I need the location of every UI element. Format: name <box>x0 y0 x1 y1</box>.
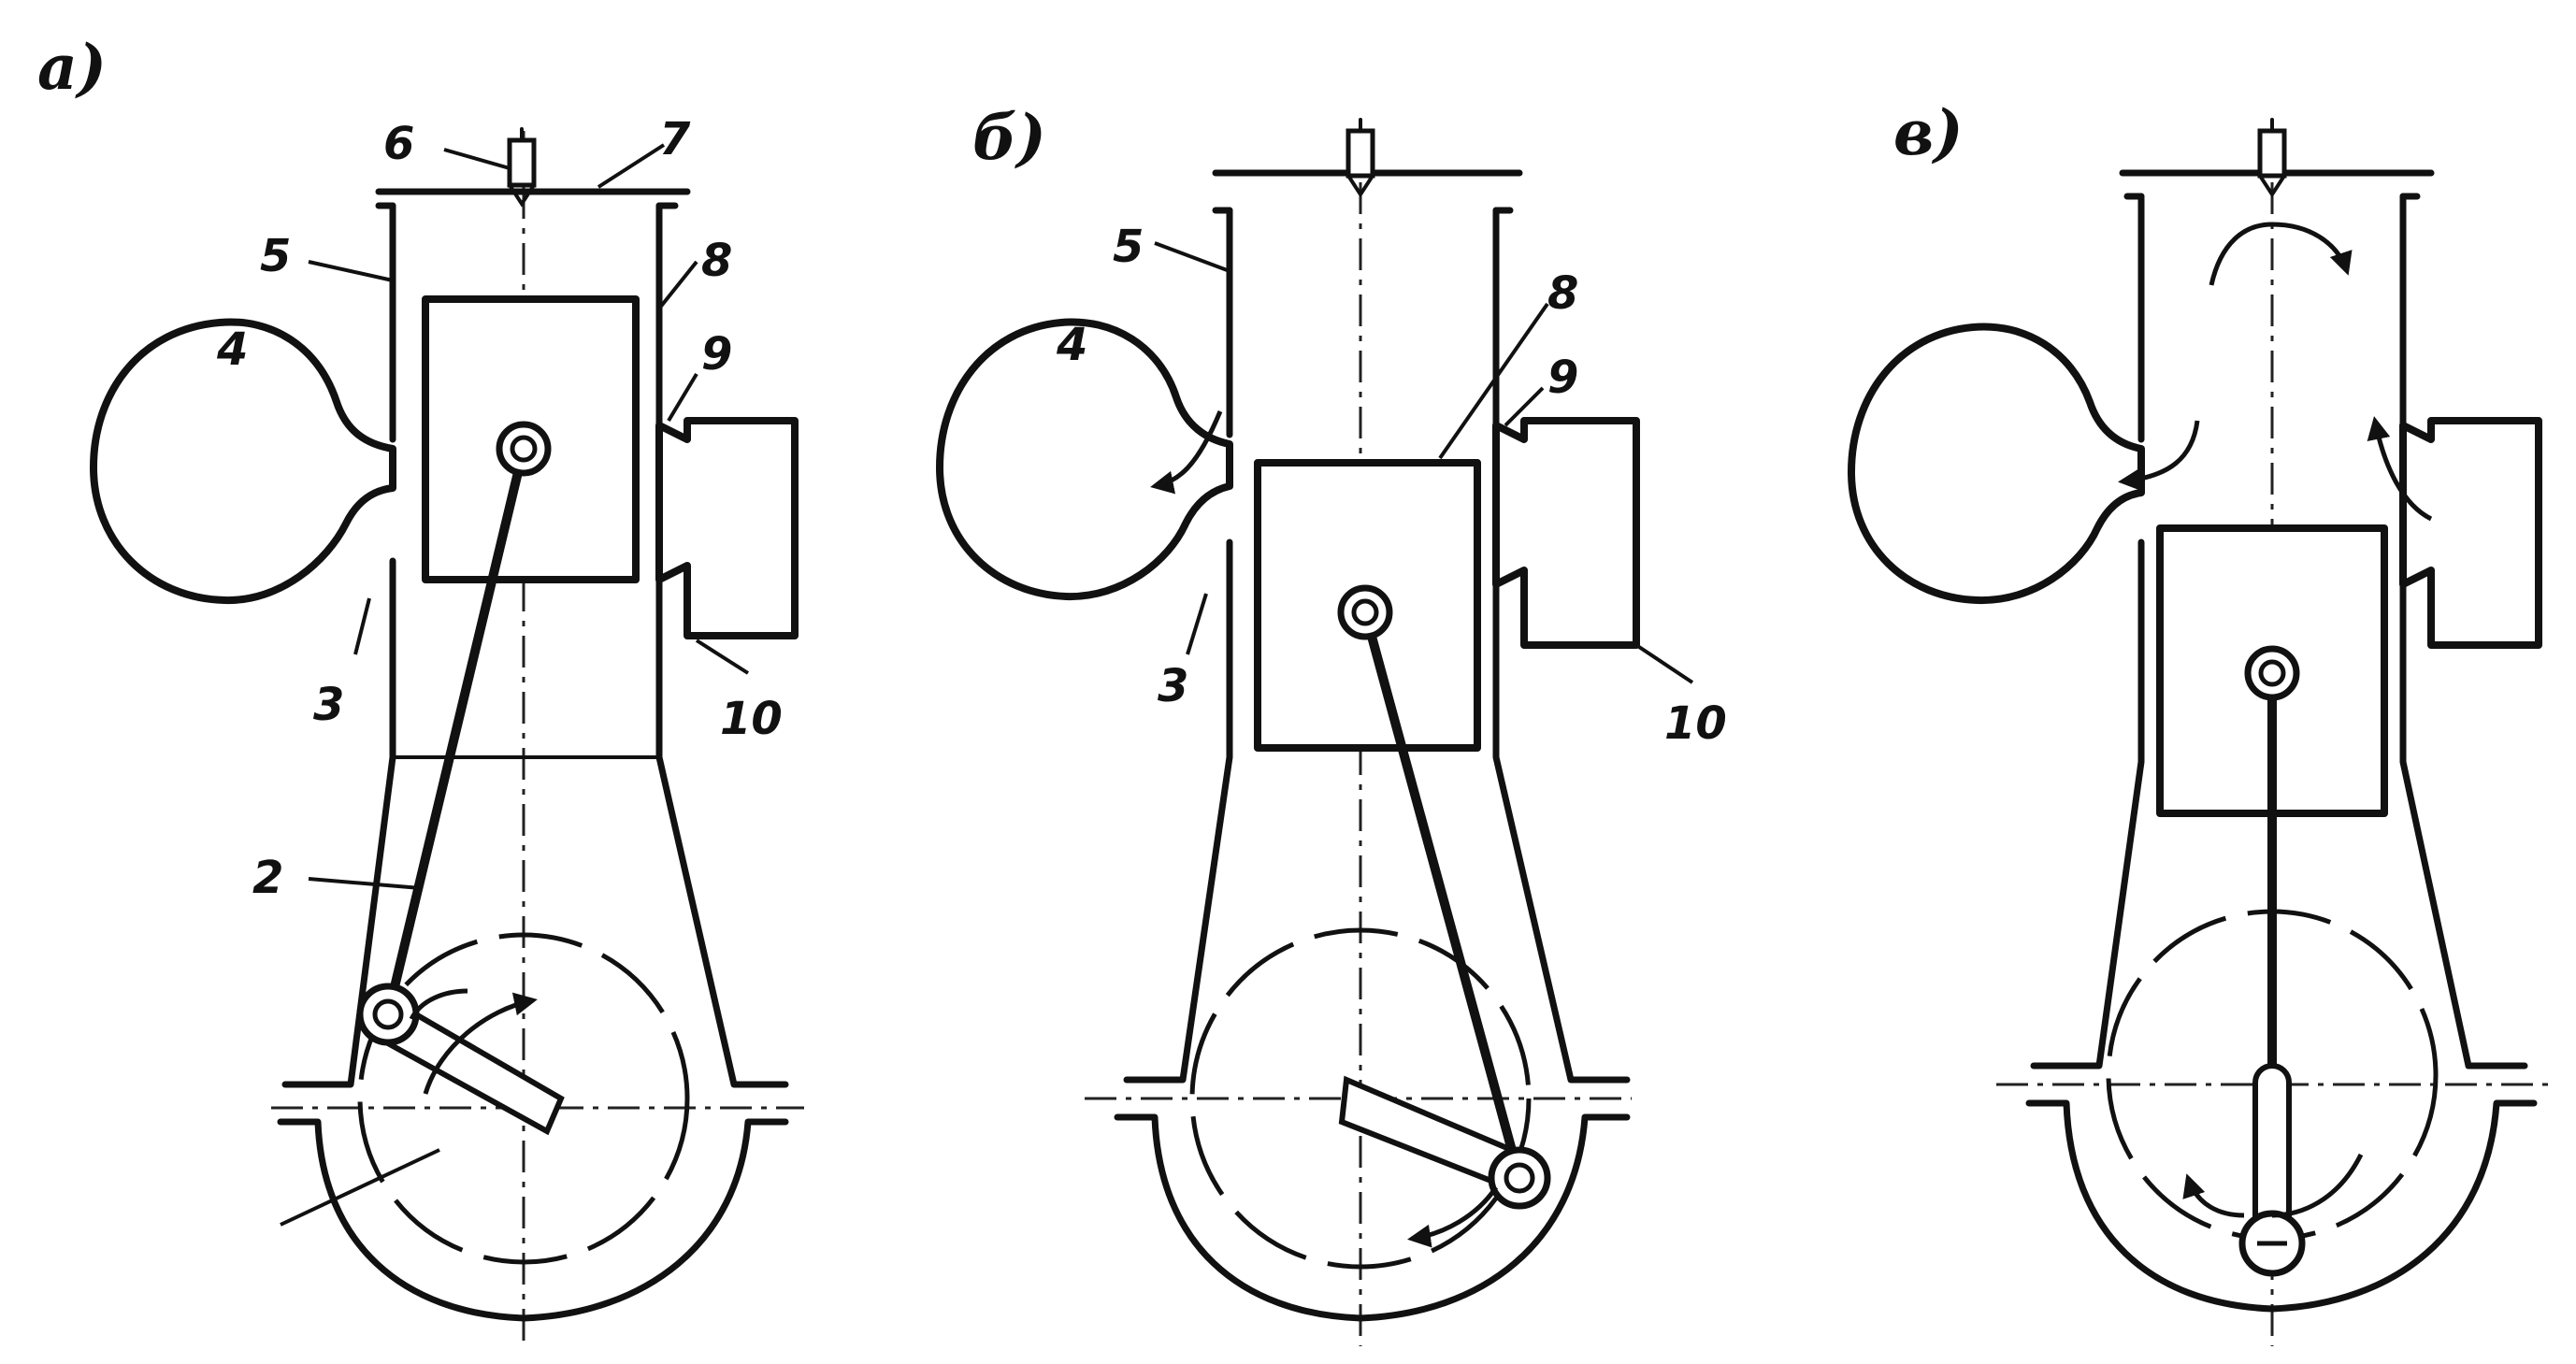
part-label-8: 8 <box>701 235 732 287</box>
crankcase-wall <box>2030 538 2528 1070</box>
crankcase-wall <box>281 557 789 1088</box>
flow-arrow-icon <box>2118 420 2200 492</box>
crankshaft-icon <box>356 983 565 1136</box>
part-label-6: 6 <box>383 118 414 170</box>
spark-plug-icon <box>2257 118 2287 198</box>
part-label-9: 9 <box>1547 352 1578 404</box>
flow-arrow-icon <box>2367 416 2433 522</box>
flow-arrow-icon <box>1150 410 1223 495</box>
part-label-2: 2 <box>252 852 283 904</box>
part-label-5: 5 <box>260 230 291 282</box>
panel-a-label: а) <box>37 31 107 104</box>
part-label-8: 8 <box>1547 267 1578 320</box>
flow-arrow-icon <box>2271 1153 2364 1218</box>
crankcase-bottom <box>1114 1113 1631 1322</box>
flow-arrow-icon <box>2209 222 2353 286</box>
cylinder-wall <box>389 202 663 443</box>
panel-c-label: в) <box>1893 96 1964 169</box>
part-label-10: 10 <box>720 693 783 745</box>
part-label-4: 4 <box>216 323 248 376</box>
flow-arrow-icon <box>423 992 538 1095</box>
crankshaft-icon <box>2238 1063 2306 1277</box>
spark-plug-icon <box>1346 118 1375 198</box>
crankcase-bottom <box>2025 1099 2538 1313</box>
transfer-pipe <box>936 318 1233 601</box>
crank-circle <box>357 932 690 1265</box>
part-label-9: 9 <box>701 328 732 380</box>
crank-circle <box>1189 927 1532 1270</box>
panel-a: а) <box>37 31 804 1346</box>
exhaust-box <box>655 417 799 639</box>
panel-c: в) <box>1848 96 2557 1346</box>
crankcase-bottom <box>277 1118 789 1322</box>
part-label-3: 3 <box>313 679 344 731</box>
panel-b-label: б) <box>972 101 1046 174</box>
part-label-5: 5 <box>1113 221 1144 273</box>
leaders-a <box>280 143 750 1227</box>
connecting-rod-icon <box>383 421 552 1019</box>
part-label-7: 7 <box>659 113 691 165</box>
part-label-3: 3 <box>1158 660 1188 712</box>
panel-b: б) <box>936 101 1727 1346</box>
exhaust-box <box>1492 417 1640 649</box>
connecting-rod-icon <box>1337 584 1524 1183</box>
spark-plug-icon <box>507 127 537 208</box>
crankshaft-icon <box>1338 1075 1551 1210</box>
cylinder-wall <box>2137 193 2407 443</box>
flow-arrow-icon <box>1407 1185 1499 1248</box>
crankcase-wall <box>1123 538 1631 1084</box>
transfer-pipe <box>90 318 396 605</box>
part-label-10: 10 <box>1664 697 1727 750</box>
leaders-b <box>1154 241 1694 684</box>
part-label-4: 4 <box>1056 319 1087 371</box>
transfer-pipe <box>1848 323 2145 605</box>
cylinder-wall <box>1226 207 1500 438</box>
exhaust-box <box>2399 417 2542 649</box>
